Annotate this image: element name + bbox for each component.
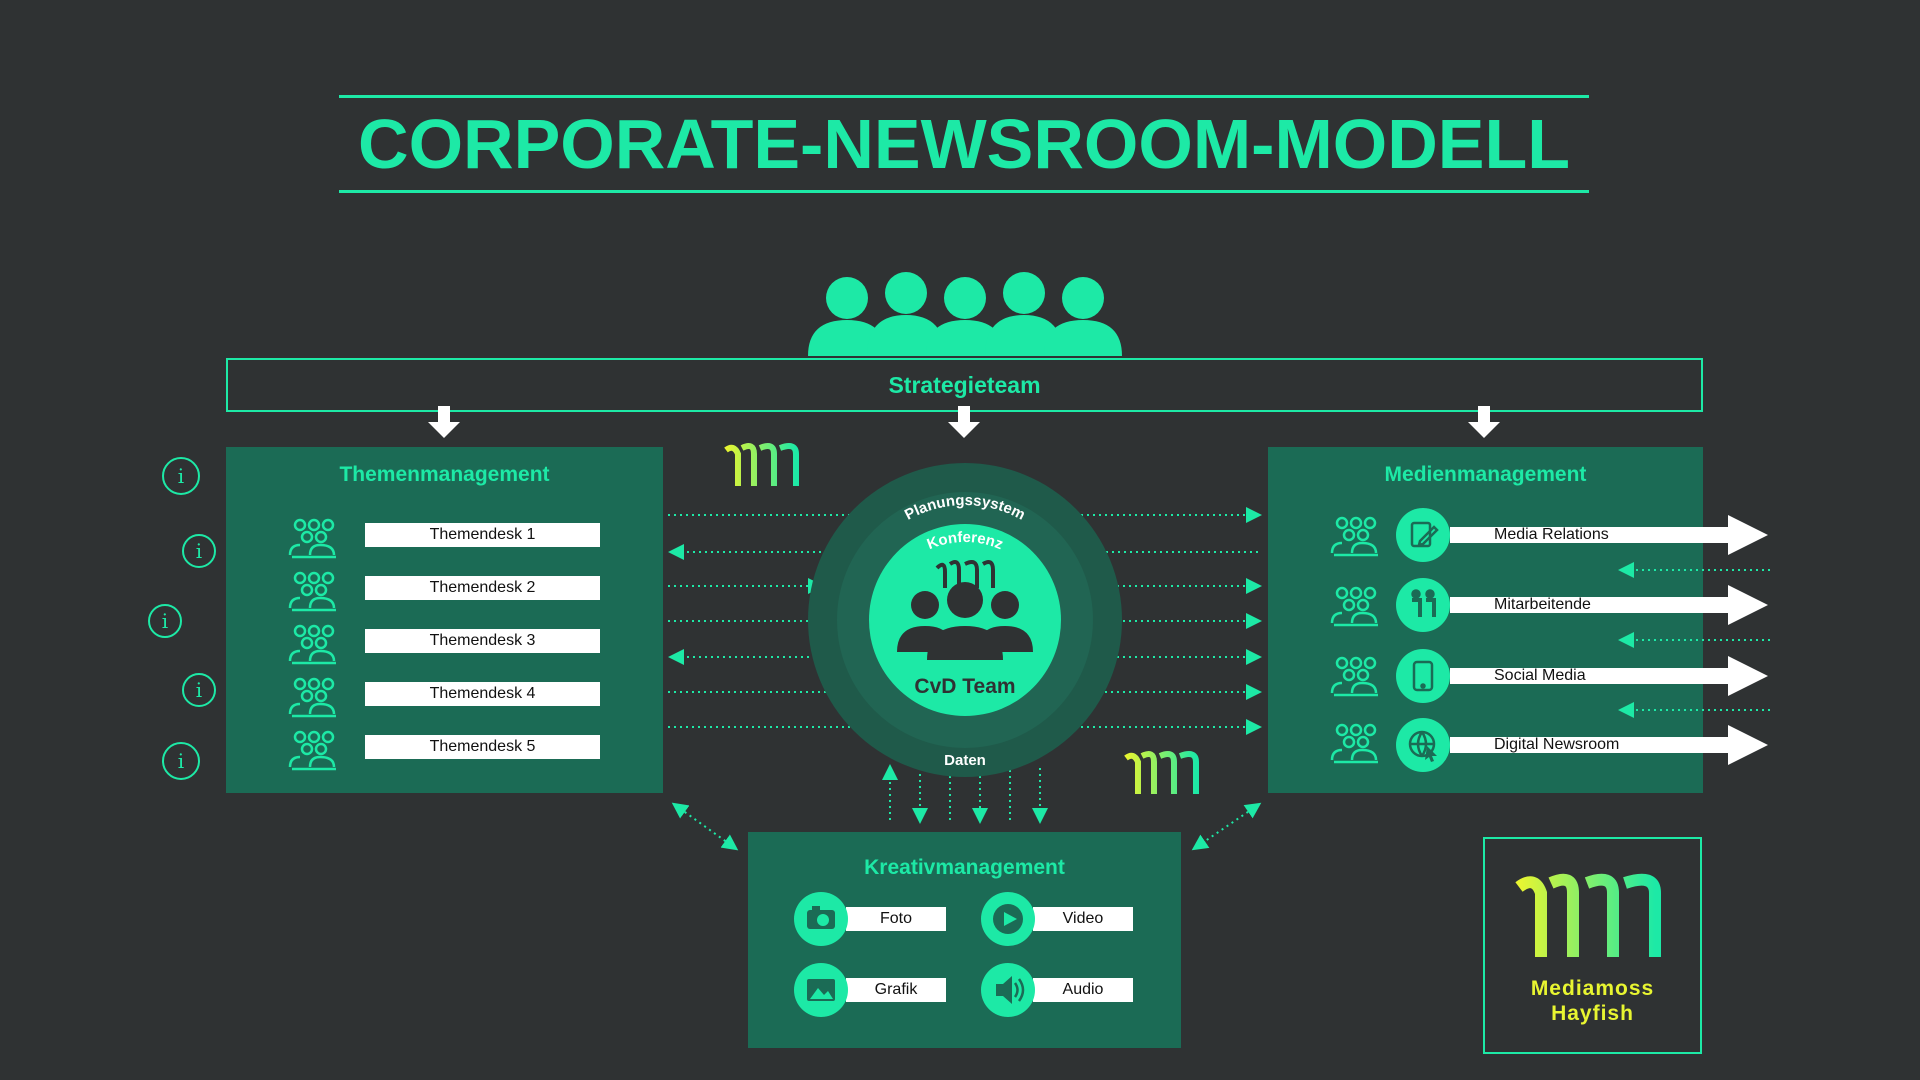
m-logo-icon — [935, 560, 995, 588]
channel-arrow-mitarbeitende — [1450, 585, 1768, 625]
team-icon — [288, 730, 336, 771]
themendesk-4: Themendesk 4 — [365, 682, 600, 706]
down-arrow-icon — [948, 406, 980, 438]
team-icon — [288, 571, 336, 612]
themenmanagement-title: Themenmanagement — [339, 463, 550, 486]
info-icon[interactable]: i — [162, 457, 200, 495]
medienmanagement-title: Medienmanagement — [1384, 463, 1587, 486]
title-banner: CORPORATE-NEWSROOM-MODELL — [339, 95, 1589, 193]
logo-line2: Hayfish — [1551, 1002, 1634, 1025]
kreativmanagement-title: Kreativmanagement — [864, 856, 1065, 879]
kreativ-video: Video — [1033, 907, 1133, 931]
m-logo-icon — [724, 443, 799, 486]
info-icon[interactable]: i — [148, 604, 182, 638]
mediamoss-logo-icon — [1515, 873, 1661, 957]
cvd-core — [869, 524, 1061, 716]
team-icon — [1330, 723, 1378, 764]
cvd-team-icon — [897, 582, 1033, 660]
channel-media-relations: Media Relations — [1494, 526, 1609, 543]
info-icon[interactable]: i — [182, 534, 216, 568]
themenmanagement-panel: Themenmanagement Themendesk 1 Themendesk… — [226, 447, 663, 793]
document-edit-icon — [1396, 508, 1450, 562]
people-icon — [1396, 578, 1450, 632]
desk-team-icons — [288, 518, 336, 771]
m-logo-icon — [1124, 751, 1199, 794]
info-icon[interactable]: i — [162, 742, 200, 780]
team-icon — [288, 677, 336, 718]
mediamoss-logo-box: Mediamoss Hayfish — [1483, 837, 1702, 1054]
tablet-icon — [1396, 649, 1450, 703]
cvd-team-label: CvD Team — [914, 675, 1015, 698]
down-arrow-icon — [1468, 406, 1500, 438]
themendesk-2: Themendesk 2 — [365, 576, 600, 600]
strategieteam-label: Strategieteam — [888, 371, 1041, 398]
channel-arrows — [1396, 508, 1768, 772]
team-icon — [288, 518, 336, 559]
down-arrow-icon — [428, 406, 460, 438]
channel-team-icons — [1330, 516, 1378, 764]
kreativ-foto: Foto — [846, 907, 946, 931]
kreativmanagement-panel: Kreativmanagement Foto Video Grafik Audi… — [748, 832, 1181, 1048]
team-icon — [1330, 516, 1378, 557]
page-title: CORPORATE-NEWSROOM-MODELL — [358, 105, 1570, 183]
cvd-center: Planungssystem Konferenz CvD Team Daten — [808, 463, 1122, 777]
channel-digital-newsroom: Digital Newsroom — [1494, 736, 1620, 753]
strategieteam-group-icon — [808, 272, 1122, 356]
team-icon — [288, 624, 336, 665]
kreativ-grafik: Grafik — [846, 978, 946, 1002]
medienmanagement-panel: Medienmanagement — [1268, 447, 1703, 793]
channel-arrow-digital-newsroom — [1450, 725, 1768, 765]
themendesk-1: Themendesk 1 — [365, 523, 600, 547]
themendesk-3: Themendesk 3 — [365, 629, 600, 653]
ring-daten: Daten — [944, 752, 986, 769]
team-icon — [1330, 586, 1378, 627]
channel-mitarbeitende: Mitarbeitende — [1494, 596, 1591, 613]
channel-arrow-social-media — [1450, 656, 1768, 696]
themendesk-5: Themendesk 5 — [365, 735, 600, 759]
channel-social-media: Social Media — [1494, 667, 1586, 684]
info-icon[interactable]: i — [182, 673, 216, 707]
kreativ-icons — [794, 892, 1035, 1017]
channel-arrow-media-relations — [1450, 515, 1768, 555]
logo-line1: Mediamoss — [1530, 977, 1655, 1000]
team-icon — [1330, 656, 1378, 697]
kreativ-audio: Audio — [1033, 978, 1133, 1002]
